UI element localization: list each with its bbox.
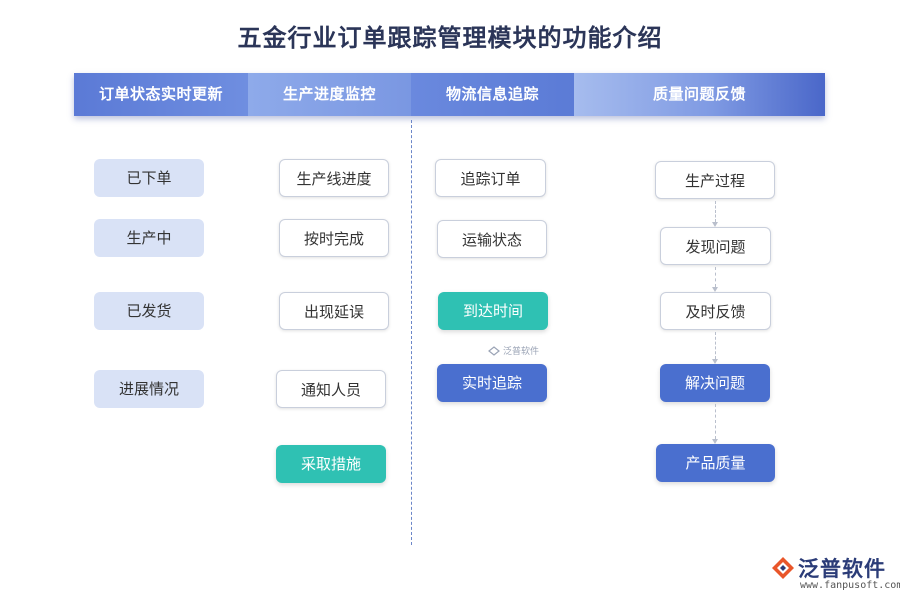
fanpu-logo-icon [488,345,500,356]
fanpu-logo-icon [772,557,794,579]
header-order-status: 订单状态实时更新 [74,73,248,116]
header-quality: 质量问题反馈 [574,73,825,116]
quality-product-quality: 产品质量 [656,444,775,482]
logo-name: 泛普软件 [798,557,886,581]
logistics-track-order: 追踪订单 [435,159,546,197]
status-shipped: 已发货 [94,292,204,330]
quality-solve-problem: 解决问题 [660,364,770,402]
quality-production-process: 生产过程 [655,161,775,199]
logo-url: www.fanpusoft.com [800,580,900,591]
header-bar: 订单状态实时更新 生产进度监控 物流信息追踪 质量问题反馈 [74,73,825,116]
logistics-realtime-tracking: 实时追踪 [437,364,547,402]
header-logistics: 物流信息追踪 [411,73,574,116]
flow-arrow [712,267,718,292]
status-progress: 进展情况 [94,370,204,408]
production-take-measures: 采取措施 [276,445,386,483]
column-divider [411,120,412,545]
page-title: 五金行业订单跟踪管理模块的功能介绍 [237,23,663,52]
quality-feedback: 及时反馈 [660,292,771,330]
production-notify-staff: 通知人员 [276,370,386,408]
status-ordered: 已下单 [94,159,204,197]
flow-arrow [712,201,718,227]
logistics-arrival-time: 到达时间 [438,292,548,330]
brand-logo: 泛普软件 www.fanpusoft.com [770,553,900,597]
flow-arrow [712,404,718,444]
quality-find-problem: 发现问题 [660,227,771,265]
header-production: 生产进度监控 [248,73,411,116]
production-on-time: 按时完成 [279,219,389,257]
flow-arrow [712,332,718,364]
logistics-transport-status: 运输状态 [437,220,547,258]
production-line-progress: 生产线进度 [279,159,389,197]
status-in-production: 生产中 [94,219,204,257]
watermark-small: 泛普软件 [488,344,539,357]
production-delay: 出现延误 [279,292,389,330]
